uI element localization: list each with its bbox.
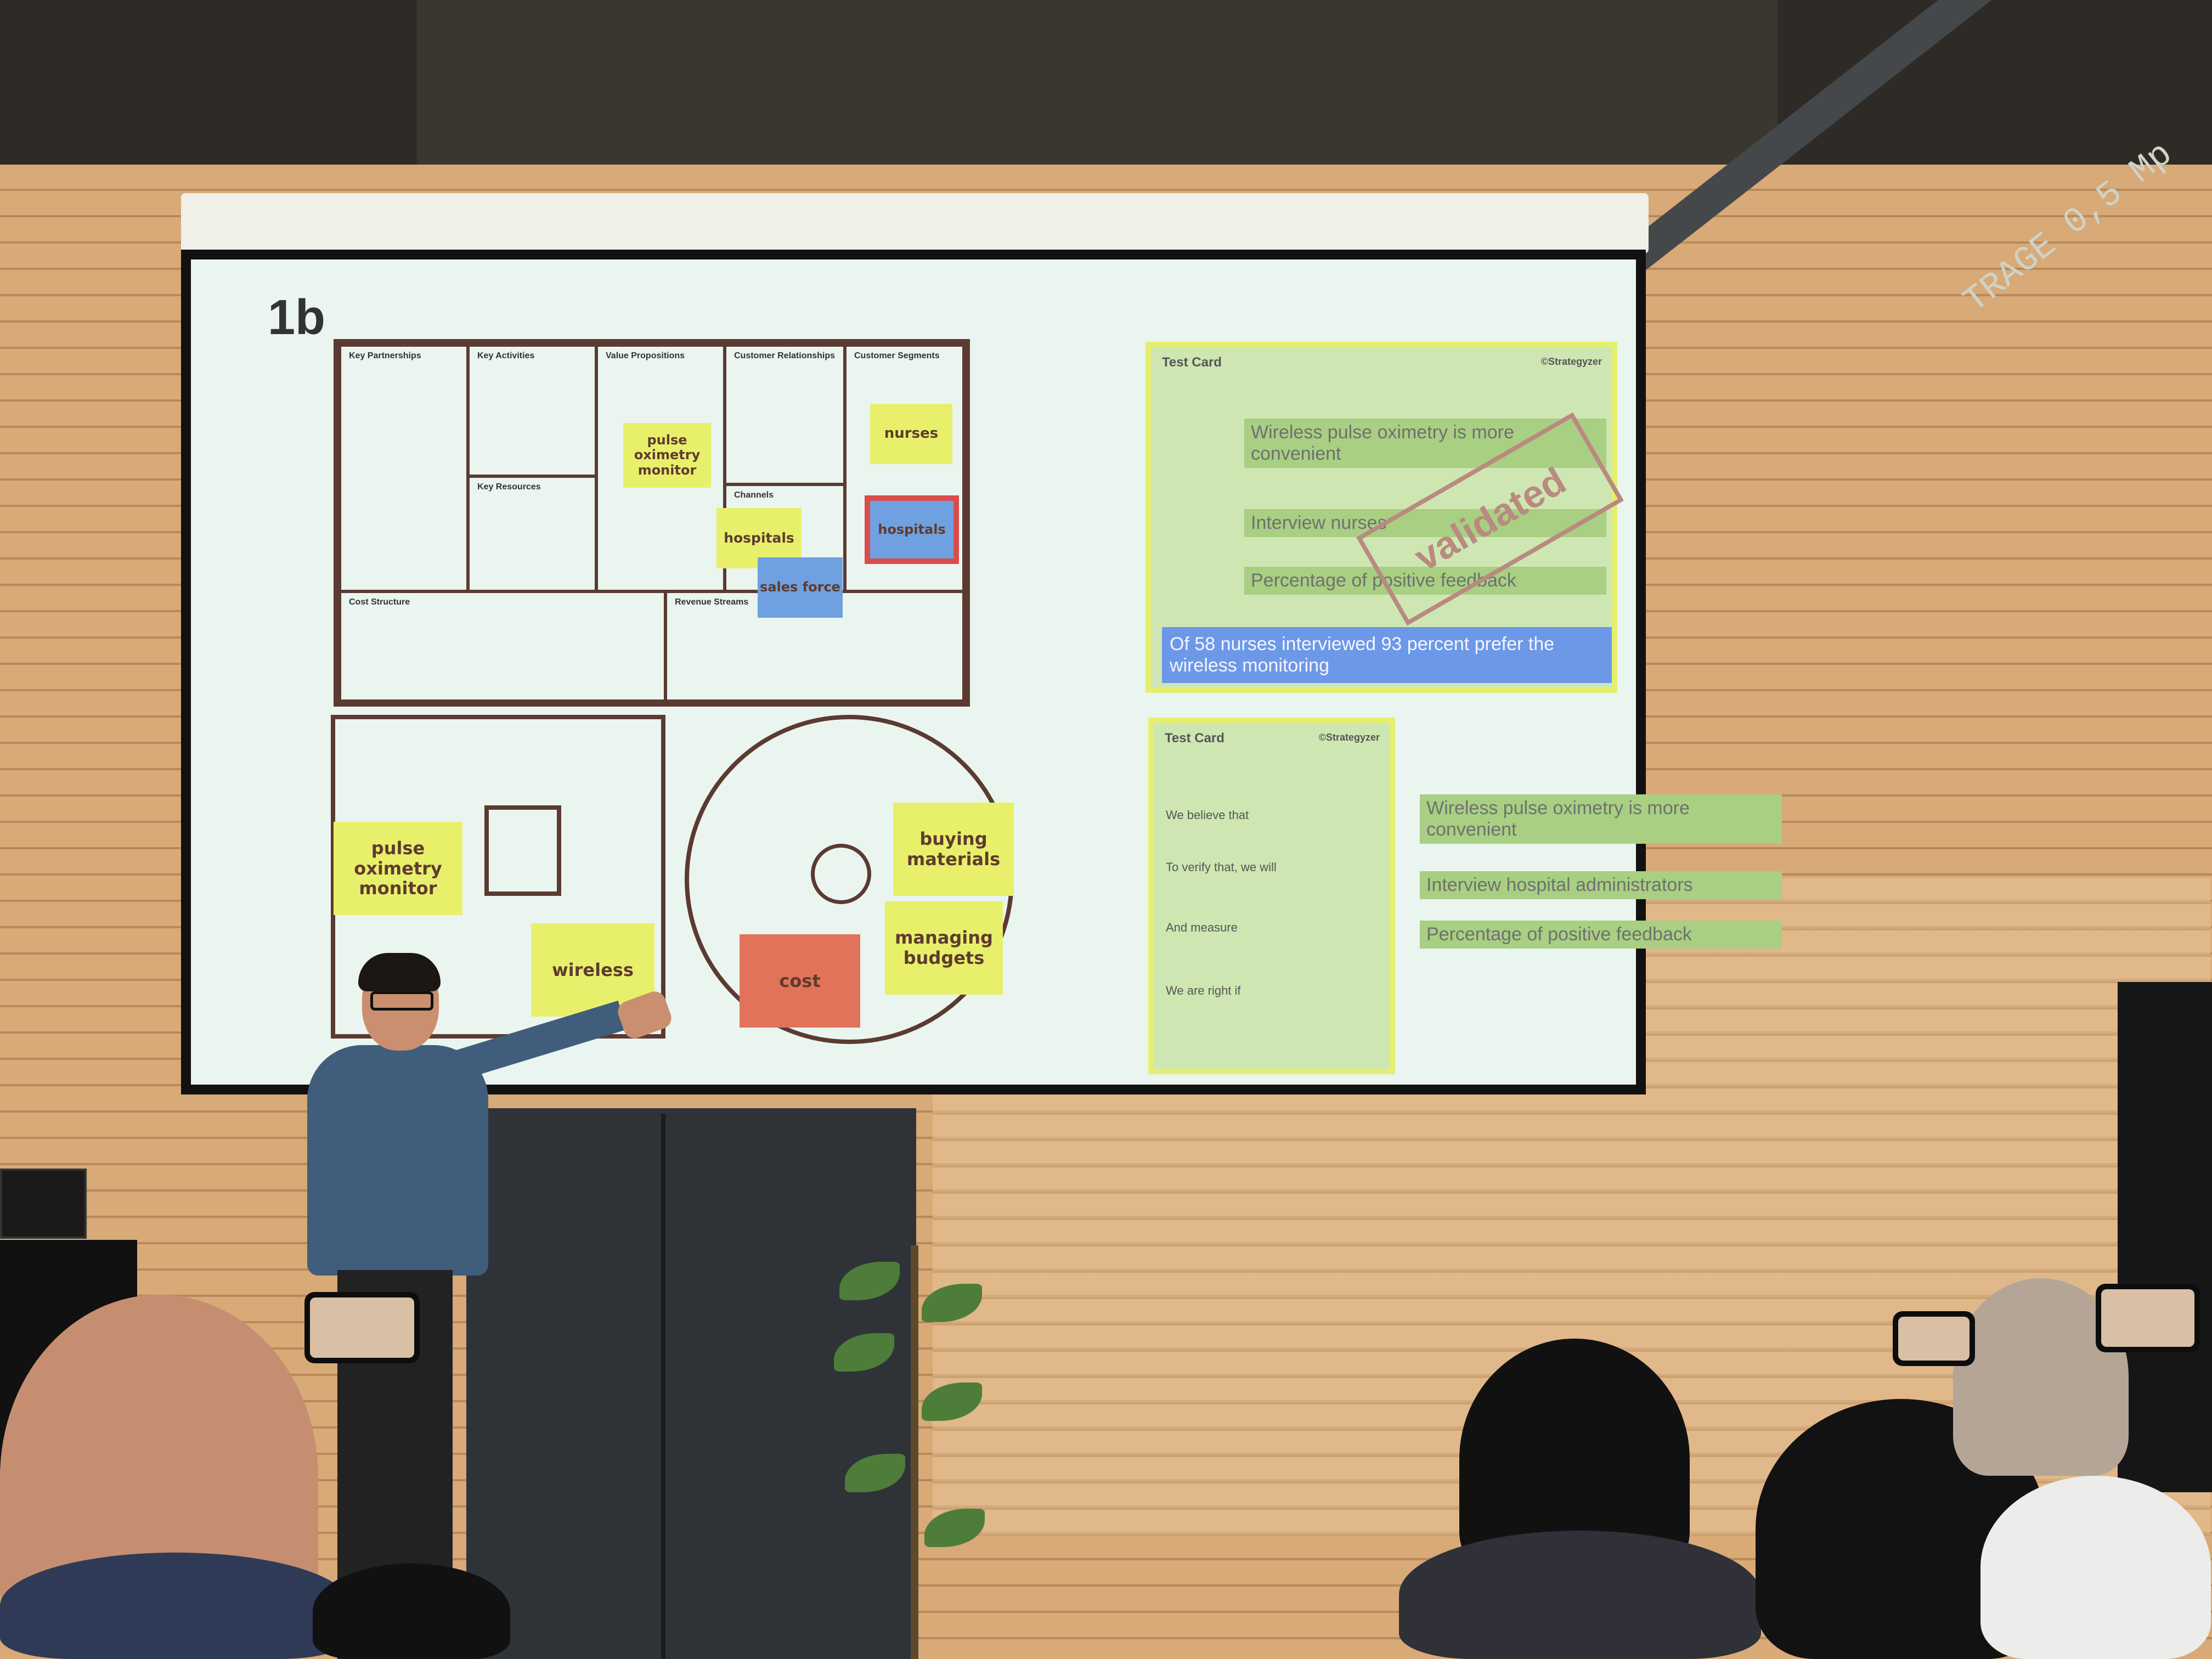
phone-screen [2101,1289,2194,1347]
test-card-result: Of 58 nurses interviewed 93 percent pref… [1162,627,1612,683]
label-measure: And measure [1166,921,1238,934]
customer-relationships-cell: Customer Relationships [723,343,847,486]
test-card-measure: Percentage of positive feedback [1244,567,1606,595]
plant-leaf [922,1383,982,1421]
test-card-brand-2: ©Strategyzer [1318,732,1380,743]
customer-face-icon [811,844,871,904]
presenter-glasses [370,991,433,1011]
projector-screen-housing [181,193,1649,253]
phone-camera [2096,1284,2200,1352]
sticky-hospitals-segment: hospitals [865,495,959,564]
test-card-verify-2: Interview hospital administrators [1420,871,1782,899]
gift-icon [484,805,561,896]
plant-stem [911,1245,918,1659]
sticky-buying-materials: buying materials [893,803,1014,896]
sticky-cost: cost [740,934,860,1028]
presenter-hair [358,953,441,991]
projection-screen: 1b Key Partnerships Key Activities Key R… [181,250,1782,1094]
test-card-validated: Test Card ©Strategyzer Wireless pulse ox… [1146,342,1624,693]
key-resources-cell: Key Resources [466,475,598,593]
sticky-managing-budgets: managing budgets [885,901,1003,995]
sticky-sales-force: sales force [758,557,843,618]
channels-label: Channels [734,490,774,500]
cost-structure-cell: Cost Structure [338,590,667,703]
test-card-measure-2: Percentage of positive feedback [1420,921,1782,949]
phone-camera [1893,1311,1975,1366]
test-card-belief-2: Wireless pulse oximetry is more convenie… [1420,794,1782,844]
key-resources-label: Key Resources [477,482,541,492]
key-activities-label: Key Activities [477,351,535,360]
plant-leaf [839,1262,900,1300]
value-propositions-label: Value Propositions [606,351,685,360]
plant-leaf [834,1333,894,1372]
audience-shirt [0,1553,351,1659]
sticky-nurses: nurses [870,404,952,464]
test-card-brand: ©Strategyzer [1541,356,1602,367]
value-map-square [331,715,665,1039]
revenue-streams-label: Revenue Streams [675,597,749,607]
plant [817,1245,1015,1659]
sticky-pulse-oximetry-monitor: pulse oximetry monitor [623,423,711,488]
audience-arm-black [313,1564,510,1659]
customer-relationships-label: Customer Relationships [734,351,836,360]
audience-patterned-top [1399,1531,1761,1659]
plant-leaf [845,1454,905,1492]
test-card-title: Test Card [1162,355,1222,370]
phone-screen [310,1297,414,1358]
phone-screen [1898,1317,1970,1361]
label-verify: To verify that, we will [1166,860,1277,874]
laptop [0,1169,87,1239]
business-model-canvas: Key Partnerships Key Activities Key Reso… [334,339,970,707]
slide-number: 1b [268,290,326,345]
test-card-belief: Wireless pulse oximetry is more convenie… [1244,419,1606,468]
customer-segments-label: Customer Segments [854,351,940,360]
test-card-verify: Interview nurses [1244,509,1606,537]
test-card-title-2: Test Card [1165,731,1224,746]
presenter-shirt [307,1045,488,1276]
phone-camera [304,1292,420,1363]
door [466,1108,916,1659]
sticky-value-product: pulse oximetry monitor [334,822,462,915]
ceiling-panel [417,0,1778,165]
key-activities-cell: Key Activities [466,343,598,478]
plant-leaf [924,1509,985,1547]
test-card-new: Test Card ©Strategyzer We believe that T… [1148,718,1395,1074]
speaker-cabinet [2118,982,2212,1492]
plant-leaf [922,1284,982,1322]
cost-structure-label: Cost Structure [349,597,410,607]
label-believe: We believe that [1166,808,1249,822]
key-partnerships-cell: Key Partnerships [338,343,470,593]
audience-white-shirt [1980,1476,2211,1659]
label-right: We are right if [1166,984,1241,997]
door-split [661,1114,665,1659]
key-partnerships-label: Key Partnerships [349,351,421,360]
